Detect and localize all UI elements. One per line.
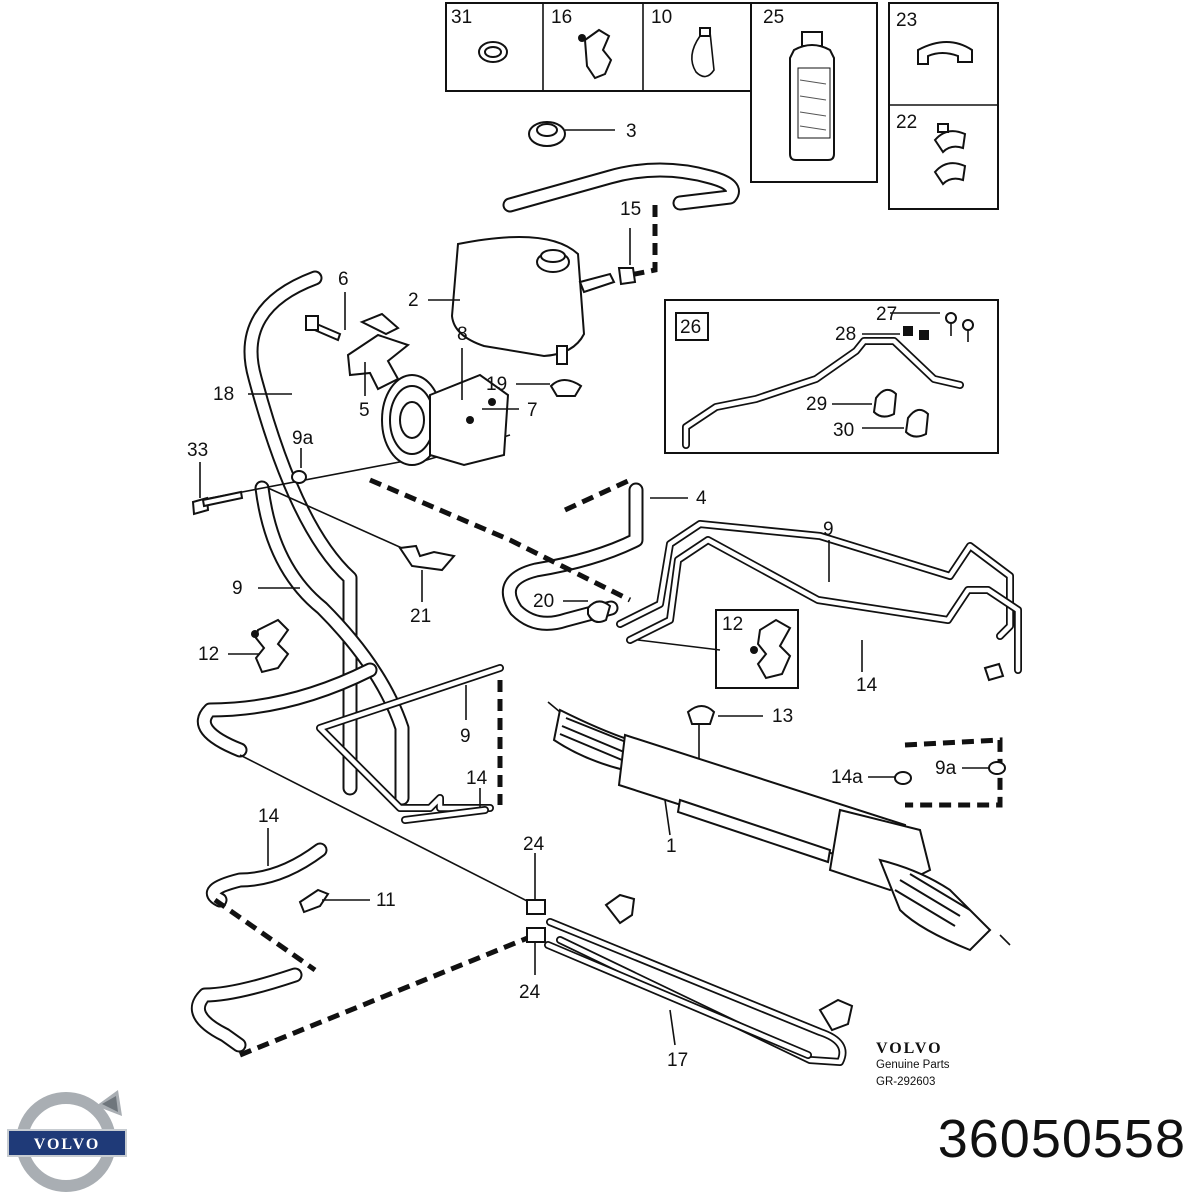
- double-clip: [578, 28, 613, 80]
- callout-9-left: 9: [232, 578, 243, 599]
- callout-9-center: 9: [460, 726, 471, 747]
- callout-10: 10: [651, 7, 672, 28]
- callout-5: 5: [359, 400, 370, 421]
- callout-9-right: 9: [823, 519, 834, 540]
- callout-29: 29: [806, 394, 827, 415]
- callout-7: 7: [527, 400, 538, 421]
- callout-12-inset: 12: [722, 614, 743, 635]
- hose-network: [190, 162, 1022, 1066]
- callout-24-bottom: 24: [519, 982, 541, 1003]
- callout-25: 25: [763, 7, 784, 28]
- callout-24-top: 24: [523, 834, 545, 855]
- stacked-clamp: [933, 123, 967, 186]
- callout-12-left: 12: [198, 644, 219, 665]
- volvo-logo: VOLVO: [7, 1090, 127, 1192]
- small-parts: [191, 267, 1006, 1032]
- inset-box-26: [664, 299, 999, 454]
- callout-13: 13: [772, 706, 793, 727]
- steering-rack: [547, 701, 1011, 952]
- callout-4: 4: [696, 488, 707, 509]
- callout-14-right: 14: [856, 675, 878, 696]
- callout-20: 20: [533, 591, 554, 612]
- callout-22: 22: [896, 112, 917, 133]
- half-clamp: [917, 41, 973, 65]
- drawing-reference: GR-292603: [876, 1076, 936, 1088]
- callout-28: 28: [835, 324, 856, 345]
- callout-21: 21: [410, 606, 431, 627]
- callout-16: 16: [551, 7, 572, 28]
- callout-9a-left: 9a: [292, 428, 314, 449]
- fluid-reservoir: [450, 235, 616, 365]
- callout-30: 30: [833, 420, 854, 441]
- callout-19: 19: [486, 374, 507, 395]
- callout-8: 8: [457, 324, 468, 345]
- inset-box-12: [715, 609, 799, 689]
- callout-14-left: 14: [258, 806, 280, 827]
- part-number: 36050558: [937, 1109, 1186, 1169]
- callout-2: 2: [408, 290, 419, 311]
- power-steering-pump: [381, 373, 510, 467]
- callout-9a-right: 9a: [935, 758, 957, 779]
- dashed-connections: [213, 205, 1003, 1058]
- accessory-boxes: [445, 2, 999, 210]
- callout-1: 1: [666, 836, 677, 857]
- callout-17: 17: [667, 1050, 688, 1071]
- callout-14-center: 14: [466, 768, 488, 789]
- cable-tie: [691, 27, 715, 78]
- callout-18: 18: [213, 384, 234, 405]
- brand-wordmark: VOLVO: [876, 1040, 943, 1057]
- logo-wordmark: VOLVO: [34, 1136, 101, 1153]
- callout-33: 33: [187, 440, 208, 461]
- callout-3: 3: [626, 121, 637, 142]
- reservoir-cap: [528, 121, 566, 147]
- callout-27: 27: [876, 304, 897, 325]
- callout-14a: 14a: [831, 767, 863, 788]
- callout-23: 23: [896, 10, 917, 31]
- hose-clamp-ring: [478, 41, 508, 63]
- brand-subtitle: Genuine Parts: [876, 1059, 950, 1071]
- callout-15: 15: [620, 199, 641, 220]
- callout-6: 6: [338, 269, 349, 290]
- leader-lines: [199, 129, 990, 1046]
- fluid-bottle: [789, 31, 835, 161]
- callout-11: 11: [376, 890, 396, 911]
- callout-31: 31: [451, 7, 472, 28]
- callout-labels: 31 16 10 25 23 22 3 15 2 6 8 19 7 5 18 3…: [187, 7, 957, 1071]
- genuine-parts-block: VOLVO Genuine Parts GR-292603: [876, 1040, 986, 1091]
- callout-26: 26: [680, 317, 701, 338]
